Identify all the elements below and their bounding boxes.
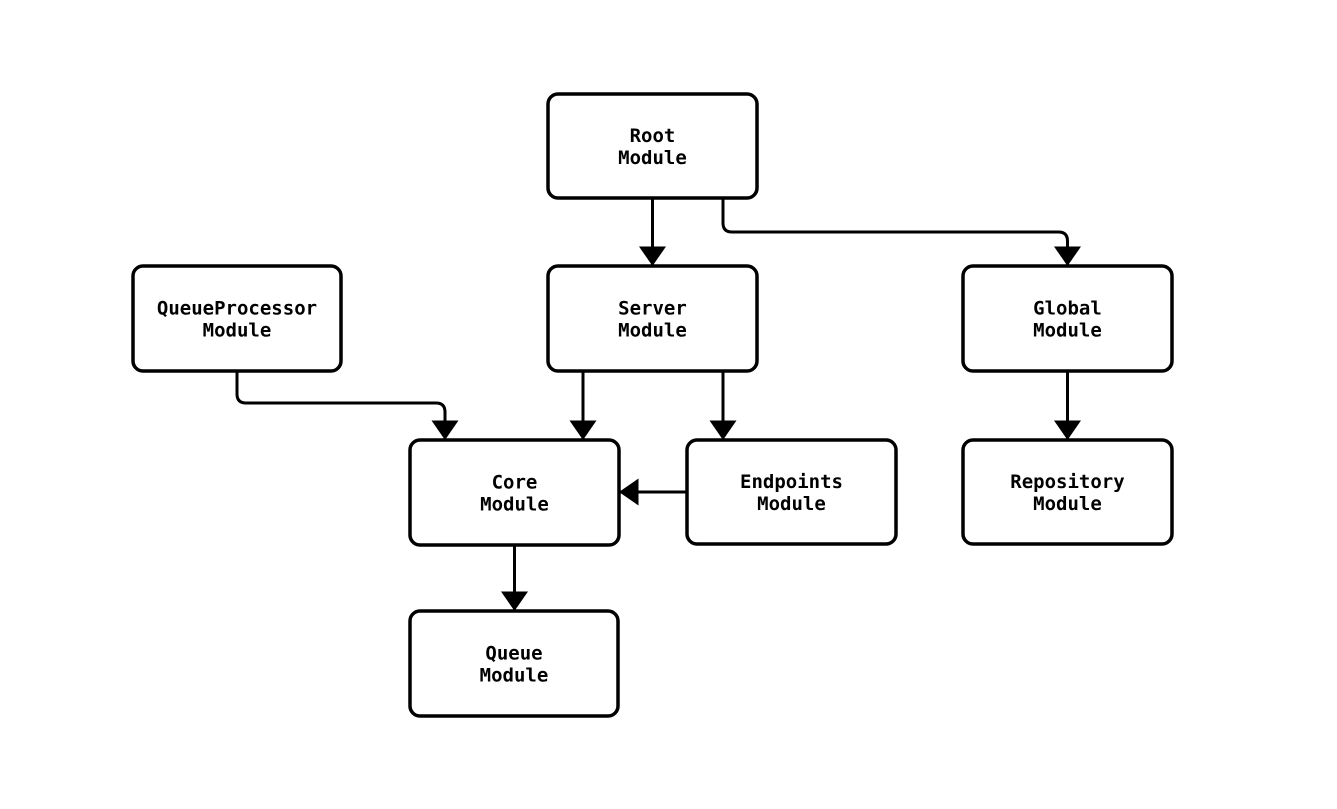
node-core-box (408, 438, 621, 547)
node-server-box (546, 264, 759, 373)
node-root-box (546, 92, 759, 200)
edges-layer (235, 198, 1081, 611)
node-queueprocessor-box (131, 264, 343, 373)
node-queue-box (408, 609, 620, 718)
edge-root-to-global (721, 198, 1081, 266)
node-endpoints-box (685, 438, 898, 546)
node-global-box (961, 264, 1174, 373)
node-repository-box (961, 438, 1174, 546)
edge-queueprocessor-to-core (235, 371, 459, 440)
